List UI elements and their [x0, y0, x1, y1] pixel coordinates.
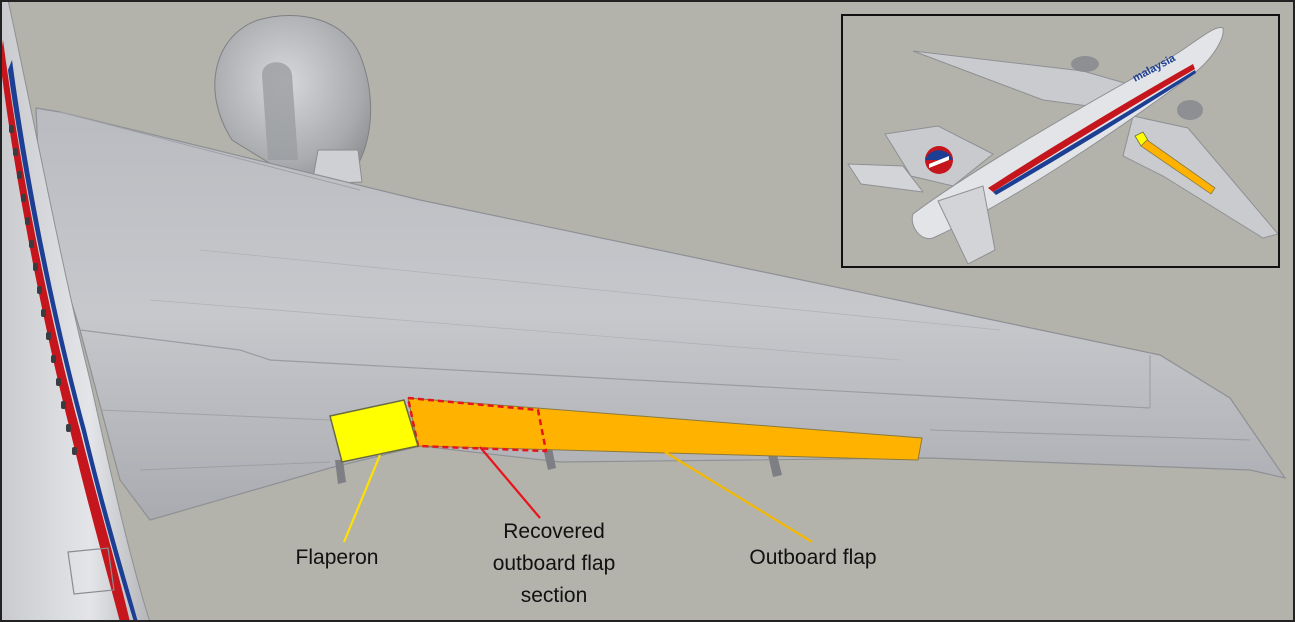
- flaperon-label-text: Flaperon: [295, 546, 379, 569]
- fuselage: [0, 0, 151, 622]
- recovered-label-line-2: outboard flap: [492, 552, 616, 575]
- engine-nacelle: [214, 14, 372, 185]
- flaperon-label: Flaperon: [262, 542, 412, 574]
- recovered-label-line-3: section: [520, 584, 588, 607]
- recovered-flap-section-outline: [406, 396, 548, 453]
- outboard-callout-line: [664, 451, 813, 543]
- aircraft-locator-inset: malaysia: [841, 14, 1280, 268]
- inset-outboard-flap-highlight: [1140, 139, 1216, 195]
- cabin-windows: [9, 125, 77, 455]
- flaperon-callout-line: [342, 454, 382, 543]
- recovered-callout-line: [479, 446, 541, 519]
- outboard-flap-label: Outboard flap: [718, 542, 908, 574]
- aircraft-topdown-illustration: malaysia: [847, 27, 1278, 265]
- tail-logo: [925, 146, 953, 174]
- flaperon-highlight: [329, 399, 419, 463]
- outboard-flap-highlight: [407, 397, 923, 461]
- outboard-flap-label-text: Outboard flap: [749, 546, 877, 569]
- recovered-flap-label: Recovered outboard flap section: [454, 516, 654, 612]
- recovered-label-line-1: Recovered: [503, 520, 605, 543]
- control-surface-highlights: [329, 396, 923, 463]
